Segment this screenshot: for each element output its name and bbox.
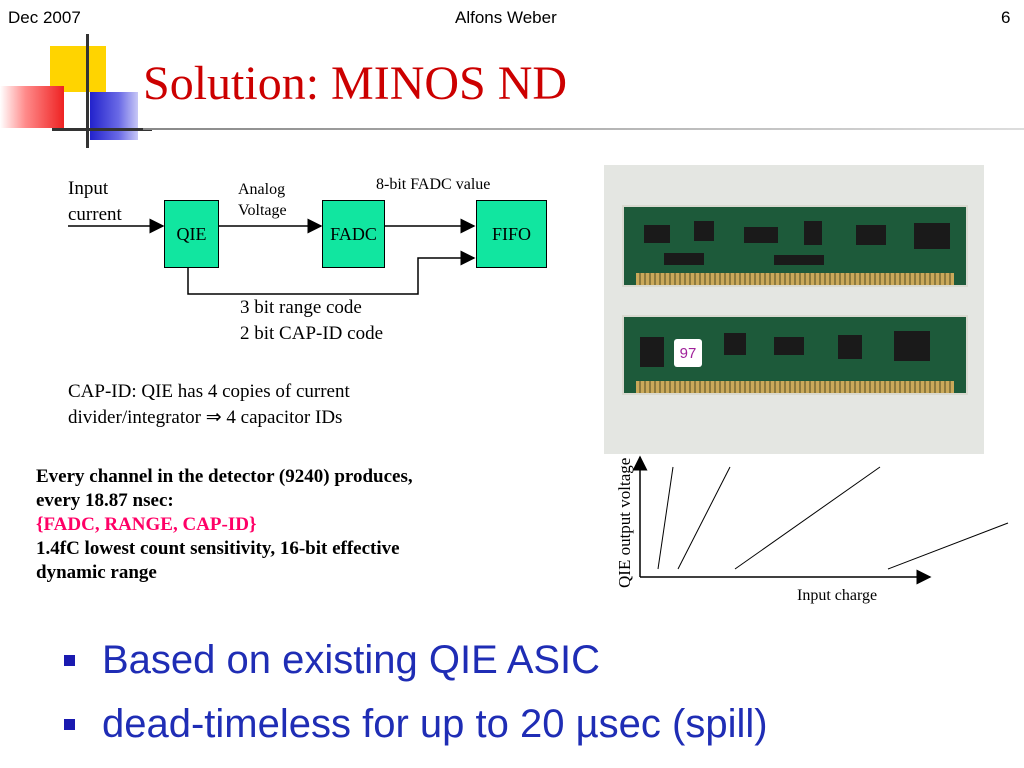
title-underline bbox=[143, 128, 1024, 130]
capid-note-line2-end: 4 capacitor IDs bbox=[226, 407, 343, 428]
capid-code-label: 2 bit CAP-ID code bbox=[240, 323, 384, 344]
analog-voltage-label: Analog Voltage bbox=[238, 179, 287, 221]
header-date: Dec 2007 bbox=[8, 8, 81, 27]
qie-response-plot bbox=[632, 455, 1009, 585]
header-author: Alfons Weber bbox=[455, 8, 557, 27]
bullet-item-2: dead-timeless for up to 20 µsec (spill) bbox=[64, 702, 768, 747]
channel-info-line2: every 18.87 nsec: bbox=[36, 490, 174, 511]
bullet-item-1: Based on existing QIE ASIC bbox=[64, 638, 600, 683]
capid-note-line2: divider/integrator bbox=[68, 407, 201, 428]
plot-y-label: QIE output voltage bbox=[615, 457, 634, 588]
plot-segment-4 bbox=[887, 522, 1009, 570]
board-sticker-97: 97 bbox=[674, 339, 702, 367]
diagram-connectors bbox=[68, 218, 476, 295]
horizontal-line bbox=[52, 128, 152, 131]
channel-info-line4: dynamic range bbox=[36, 562, 157, 583]
input-label-line1: Input bbox=[68, 178, 109, 199]
channel-info-highlight: {FADC, RANGE, CAP-ID} bbox=[36, 514, 257, 535]
bullet-square-icon bbox=[64, 655, 75, 666]
page-title: Solution: MINOS ND bbox=[143, 57, 568, 110]
fadc-value-label: 8-bit FADC value bbox=[376, 176, 491, 193]
input-label-line2: current bbox=[68, 204, 122, 225]
yellow-square bbox=[50, 46, 106, 92]
plot-segment-2 bbox=[677, 466, 731, 570]
blue-square bbox=[90, 92, 138, 140]
channel-info-line1: Every channel in the detector (9240) pro… bbox=[36, 466, 413, 487]
bullet-text-1: Based on existing QIE ASIC bbox=[102, 638, 601, 682]
circuit-board-bottom: 97 bbox=[622, 315, 968, 395]
implies-arrow-icon: ⇒ bbox=[205, 407, 222, 428]
analog-label-line2: Voltage bbox=[238, 202, 287, 219]
channel-info-line3: 1.4fC lowest count sensitivity, 16-bit e… bbox=[36, 538, 400, 559]
plot-segment-1 bbox=[657, 466, 674, 570]
circuit-board-top bbox=[622, 205, 968, 287]
analog-label-line1: Analog bbox=[238, 181, 286, 198]
capid-note: CAP-ID: QIE has 4 copies of current divi… bbox=[68, 379, 350, 431]
header-page-number: 6 bbox=[1001, 8, 1011, 27]
plot-x-label: Input charge bbox=[797, 587, 878, 604]
red-square bbox=[0, 86, 64, 128]
vertical-line bbox=[86, 34, 89, 148]
capid-note-line1: CAP-ID: QIE has 4 copies of current bbox=[68, 381, 350, 402]
range-capid-labels: 3 bit range code 2 bit CAP-ID code bbox=[240, 295, 383, 347]
circuit-board-photo: 97 bbox=[604, 165, 984, 454]
channel-info-block: Every channel in the detector (9240) pro… bbox=[36, 465, 413, 585]
bullet-text-2: dead-timeless for up to 20 µsec (spill) bbox=[102, 702, 768, 746]
range-code-label: 3 bit range code bbox=[240, 297, 362, 318]
bullet-square-icon bbox=[64, 719, 75, 730]
plot-segment-3 bbox=[734, 466, 881, 570]
qie-box: QIE bbox=[164, 200, 219, 268]
input-label: Input current bbox=[68, 176, 122, 228]
fifo-box: FIFO bbox=[476, 200, 547, 268]
fadc-box: FADC bbox=[322, 200, 385, 268]
